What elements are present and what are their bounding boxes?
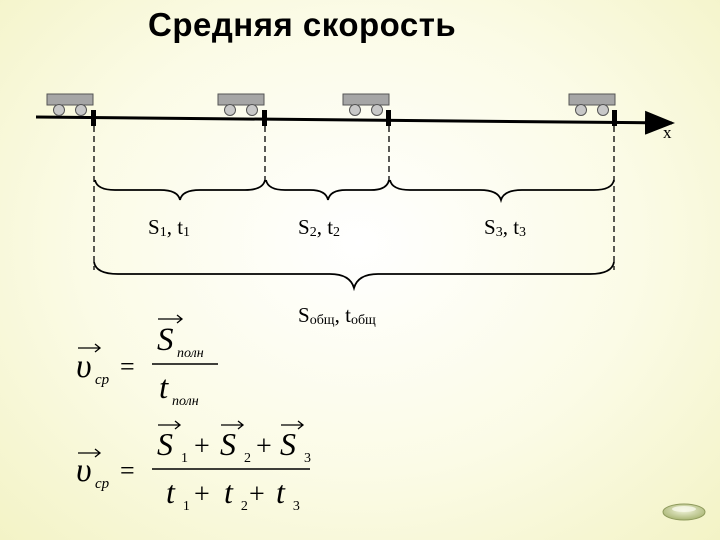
tick-mark bbox=[262, 110, 267, 126]
vector-arrow-icon bbox=[281, 420, 305, 430]
tick-mark bbox=[386, 110, 391, 126]
svg-text:=: = bbox=[120, 352, 135, 381]
svg-text:=: = bbox=[120, 456, 135, 485]
axis-label: x bbox=[663, 123, 672, 142]
formula-average-speed-total: υ ср = S полн t полн bbox=[76, 314, 218, 409]
segment-label-3: S3, t3 bbox=[484, 215, 526, 240]
total-label: Sобщ, tобщ bbox=[298, 303, 376, 328]
page-title: Средняя скорость bbox=[148, 6, 457, 43]
segment-label-1: S1, t1 bbox=[148, 215, 190, 240]
svg-text:υ: υ bbox=[76, 348, 92, 385]
vector-arrow-icon bbox=[158, 420, 182, 430]
svg-text:полн: полн bbox=[172, 394, 199, 409]
svg-text:υ: υ bbox=[76, 452, 92, 489]
vector-arrow-icon bbox=[221, 420, 245, 430]
tick-mark bbox=[612, 110, 617, 126]
svg-text:ср: ср bbox=[95, 476, 110, 492]
dashed-guides bbox=[93, 126, 615, 270]
vector-arrow-icon bbox=[78, 448, 102, 458]
tick-mark bbox=[91, 110, 96, 126]
formula-average-speed-sum: υ ср = S 1 + S 2 + S 3 t 1 + t 2 + t 3 bbox=[76, 420, 311, 517]
brace-segment-3 bbox=[389, 179, 615, 204]
vector-arrow-icon bbox=[158, 314, 184, 324]
svg-text:t 1 + t: t 1 + t 2 + t 3 bbox=[166, 474, 300, 517]
brace-segment-1 bbox=[94, 179, 266, 201]
svg-text:ср: ср bbox=[95, 372, 110, 388]
brace-total bbox=[93, 261, 615, 292]
cart-icon bbox=[46, 93, 94, 116]
oval-nav-button-icon[interactable] bbox=[662, 503, 706, 521]
cart-icon bbox=[568, 93, 616, 116]
svg-text:полн: полн bbox=[177, 346, 204, 361]
brace-segment-2 bbox=[265, 179, 390, 201]
cart-icon bbox=[342, 93, 390, 116]
vector-arrow-icon bbox=[78, 343, 102, 353]
svg-text:S: S bbox=[157, 322, 174, 358]
svg-text:t: t bbox=[159, 370, 169, 406]
braces bbox=[93, 179, 615, 292]
x-axis bbox=[35, 110, 675, 135]
svg-text:S 1 + S: S 1 + S 2 + S 3 bbox=[157, 426, 311, 469]
segment-label-2: S2, t2 bbox=[298, 215, 340, 240]
cart-icon bbox=[217, 93, 265, 116]
